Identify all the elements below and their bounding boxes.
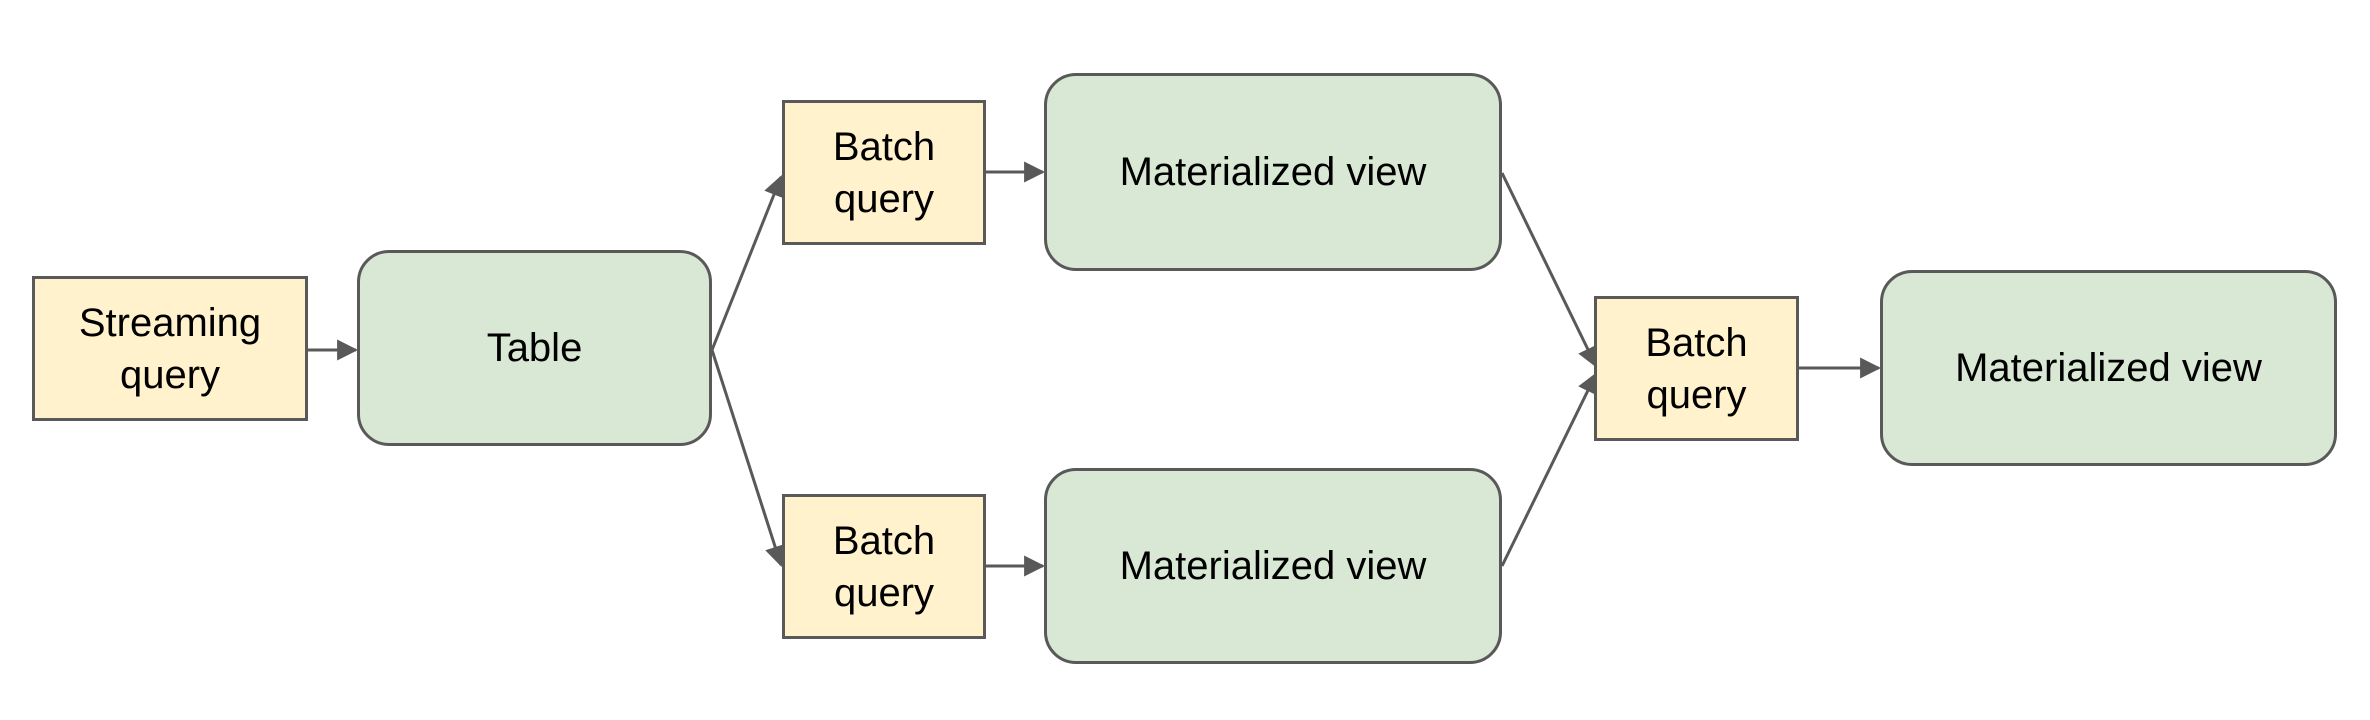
edge-table-to-batch-top — [710, 175, 784, 351]
streaming-query-label: Streaming query — [78, 300, 262, 397]
table-label: Table — [486, 326, 583, 370]
materialized-view-top-node: Materialized view — [1044, 73, 1502, 271]
edge-table-to-batch-bottom — [710, 349, 786, 567]
edge-view-top-to-batch-merge — [1500, 172, 1598, 368]
materialized-view-bottom-label: Materialized view — [1119, 544, 1427, 588]
batch-query-merge-label: Batch query — [1645, 320, 1748, 417]
table-node: Table — [357, 250, 712, 446]
materialized-view-top-label: Materialized view — [1119, 150, 1427, 194]
materialized-view-final-node: Materialized view — [1880, 270, 2337, 466]
batch-query-top-label: Batch query — [832, 124, 936, 221]
batch-query-bottom-label: Batch query — [832, 518, 936, 615]
batch-query-bottom-node: Batch query — [782, 494, 986, 639]
streaming-query-node: Streaming query — [32, 276, 308, 421]
materialized-view-final-label: Materialized view — [1955, 346, 2262, 390]
edge-view-bottom-to-batch-merge — [1500, 372, 1598, 567]
materialized-view-bottom-node: Materialized view — [1044, 468, 1502, 664]
batch-query-top-node: Batch query — [782, 100, 986, 245]
batch-query-merge-node: Batch query — [1594, 296, 1799, 441]
